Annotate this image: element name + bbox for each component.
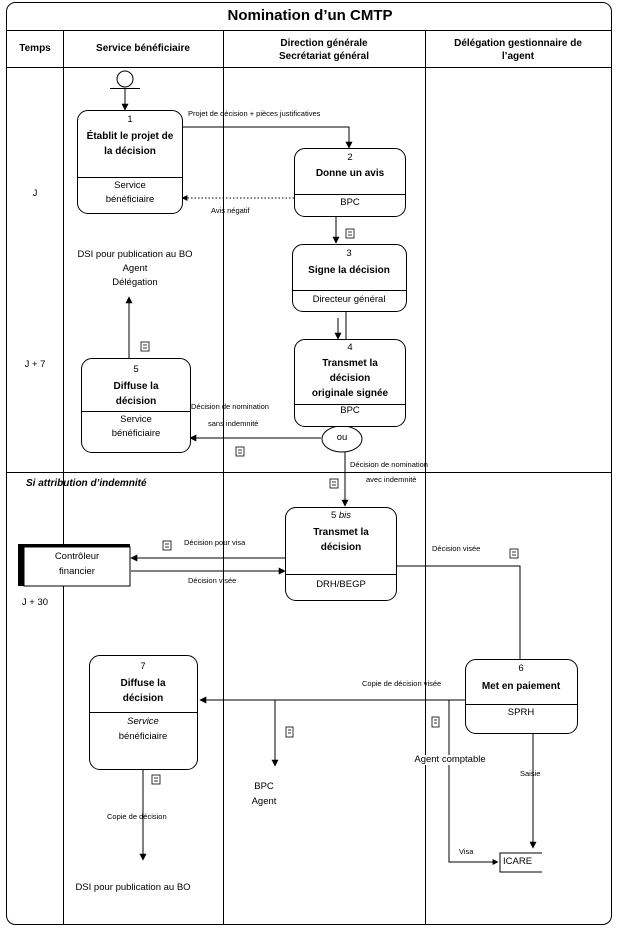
label-delegation: Délégation — [112, 277, 158, 288]
step-actor: bénéficiaire — [111, 428, 161, 439]
step-label: décision — [329, 373, 371, 384]
document-icon — [235, 446, 245, 457]
label-bpc: BPC — [254, 781, 274, 792]
step-6-box: 6 Met en paiement SPRH — [465, 659, 578, 734]
document-icon — [285, 726, 294, 738]
step-label: Diffuse la — [120, 678, 166, 689]
label-sans-1: Décision de nomination — [191, 402, 269, 411]
document-icon — [431, 716, 440, 728]
step-actor: Service — [114, 180, 146, 191]
label-pour-visa: Décision pour visa — [184, 538, 246, 547]
step-label: Diffuse la — [113, 381, 159, 392]
step-label: Transmet la — [322, 358, 378, 369]
step-actor: BPC — [340, 197, 360, 208]
lane-header-service: Service bénéficiaire — [96, 43, 190, 54]
label-agent-2: Agent — [251, 796, 277, 807]
step-1-box: 1 Établit le projet de la décision Servi… — [77, 110, 183, 214]
label-dsi-bo: DSI pour publication au BO — [77, 249, 193, 260]
document-icon — [345, 228, 355, 239]
label-copie: Copie de décision — [107, 812, 167, 821]
step-label: la décision — [104, 146, 156, 157]
document-icon — [329, 478, 339, 489]
time-j30: J + 30 — [21, 597, 49, 608]
step-number: 2 — [347, 152, 353, 163]
label-avis-negatif: Avis négatif — [211, 206, 250, 215]
step-actor: BPC — [340, 405, 360, 416]
step-number: 7 — [140, 661, 146, 672]
label-copie-visee: Copie de décision visée — [362, 679, 442, 688]
step-actor: Directeur général — [312, 294, 386, 305]
icare-store — [499, 852, 542, 873]
step-label: décision — [122, 693, 164, 704]
controller-label: financier — [59, 566, 95, 577]
step-number: 6 — [518, 663, 524, 674]
document-icon — [509, 548, 519, 559]
step-label: Signe la décision — [308, 265, 390, 276]
label-visee-right: Décision visée — [432, 544, 481, 553]
label-icare: ICARE — [503, 856, 533, 867]
lane-header-agent: l’agent — [501, 51, 535, 62]
document-icon — [151, 774, 161, 785]
label-projet: Projet de décision + pièces justificativ… — [188, 109, 321, 118]
step-label: Transmet la — [313, 527, 369, 538]
label-dsi-bo-2: DSI pour publication au BO — [75, 882, 191, 893]
step-2-box: 2 Donne un avis BPC — [294, 148, 406, 217]
step-actor: bénéficiaire — [118, 731, 168, 742]
step-actor: Service — [120, 414, 152, 425]
lane-header-direction: Direction générale — [280, 38, 368, 49]
step-3-box: 3 Signe la décision Directeur général — [292, 244, 407, 312]
label-visee-left: Décision visée — [188, 576, 237, 585]
step-actor: SPRH — [507, 707, 535, 718]
label-avec-1: Décision de nomination — [350, 460, 428, 469]
step-label: décision — [115, 396, 157, 407]
step-number: 3 — [346, 248, 352, 259]
lane-header-delegation: Délégation gestionnaire de — [454, 38, 582, 49]
label-agent: Agent — [122, 263, 148, 274]
page-title: Nomination d’un CMTP — [227, 7, 393, 24]
step-number: 4 — [347, 342, 353, 353]
step-4-box: 4 Transmet la décision originale signée … — [294, 339, 406, 427]
step-number: 1 — [127, 114, 133, 125]
document-icon — [140, 341, 150, 352]
section-label: Si attribution d’indemnité — [26, 478, 147, 489]
arrow-projet — [181, 126, 353, 149]
controller-label: Contrôleur — [54, 551, 100, 562]
label-saisie: Saisie — [520, 769, 541, 778]
step-label: décision — [320, 542, 362, 553]
step-5-box: 5 Diffuse la décision Service bénéficiai… — [81, 358, 191, 453]
step-number: 5 — [133, 364, 139, 375]
time-j7: J + 7 — [24, 359, 46, 370]
start-node — [116, 70, 134, 88]
label-agent-comptable: Agent comptable — [413, 754, 487, 766]
label-visa: Visa — [459, 847, 474, 856]
step-actor: Service — [127, 716, 159, 727]
label-avec-2: avec indemnité — [366, 475, 417, 484]
lane-header-secretariat: Secrétariat général — [278, 51, 370, 62]
step-5bis-box: 5 bis Transmet la décision DRH/BEGP — [285, 507, 397, 601]
step-label: Met en paiement — [481, 681, 561, 692]
step-label: Établit le projet de — [86, 131, 174, 142]
lane-header-temps: Temps — [19, 43, 51, 54]
decision-node-label: ou — [336, 432, 348, 443]
arrow-visa — [448, 700, 499, 865]
step-7-box: 7 Diffuse la décision Service bénéficiai… — [89, 655, 198, 770]
time-j: J — [32, 188, 38, 199]
step-label: originale signée — [311, 388, 389, 399]
step-actor: DRH/BEGP — [316, 579, 366, 590]
step-actor: bénéficiaire — [105, 194, 155, 205]
controller-box — [23, 546, 131, 587]
step-number: 5 bis — [330, 510, 352, 521]
step-label: Donne un avis — [315, 168, 385, 179]
frame — [6, 2, 612, 925]
label-sans-2: sans indemnité — [208, 419, 259, 428]
arrow-visee-6 — [395, 565, 521, 659]
document-icon — [162, 540, 172, 551]
